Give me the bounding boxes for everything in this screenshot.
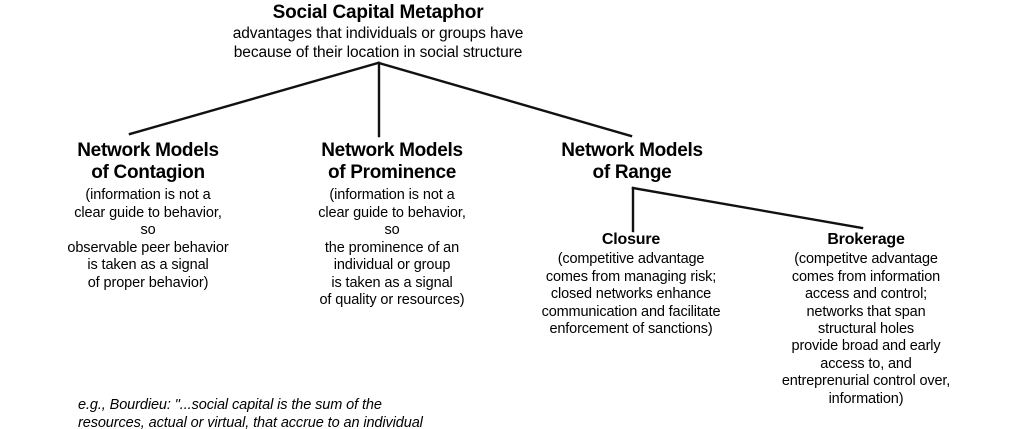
prominence-body-line: (information is not a <box>329 187 455 204</box>
closure-body: (competitive advantage comes from managi… <box>498 251 764 338</box>
root-title: Social Capital Metaphor <box>272 2 484 23</box>
brokerage-body: (competitve advantage comes from informa… <box>740 251 992 408</box>
brokerage-title: Brokerage <box>827 231 905 248</box>
brokerage-body-line: information) <box>828 390 904 407</box>
closure-body-line: (competitive advantage <box>557 251 705 268</box>
range-title-line-2: of Range <box>592 162 672 184</box>
branch-node-prominence: Network Models of Prominence (informatio… <box>272 140 512 310</box>
prominence-body-line: of quality or resources) <box>319 292 465 309</box>
brokerage-body-line: (competitve advantage <box>794 251 938 268</box>
brokerage-body-line: provide broad and early <box>791 338 941 355</box>
contagion-body-line: is taken as a signal <box>87 257 209 274</box>
root-description-line-2: because of their location in social stru… <box>233 44 523 62</box>
prominence-body-line: is taken as a signal <box>331 274 453 291</box>
closure-body-line: comes from managing risk; <box>545 268 717 285</box>
brokerage-body-line: comes from information <box>791 268 941 285</box>
brokerage-body-line: entreprenurial control over, <box>781 373 951 390</box>
closure-body-line: closed networks enhance <box>550 286 712 303</box>
subbranch-node-closure: Closure (competitive advantage comes fro… <box>498 231 764 338</box>
range-title-line-1: Network Models <box>561 140 703 161</box>
prominence-body-line: so <box>384 222 400 239</box>
brokerage-body-line: access and control; <box>804 286 928 303</box>
footnote: e.g., Bourdieu: "...social capital is th… <box>78 396 548 429</box>
prominence-body: (information is not a clear guide to beh… <box>272 187 512 310</box>
closure-title: Closure <box>601 231 661 248</box>
brokerage-body-line: structural holes <box>818 320 914 337</box>
closure-body-line: enforcement of sanctions) <box>549 320 713 337</box>
prominence-body-line: the prominence of an <box>324 239 460 256</box>
prominence-body-line: individual or group <box>333 257 451 274</box>
brokerage-body-line: access to, and <box>820 355 912 372</box>
branch-node-contagion: Network Models of Contagion (information… <box>8 140 288 292</box>
footnote-line-2: resources, actual or virtual, that accru… <box>78 415 423 429</box>
subbranch-node-brokerage: Brokerage (competitve advantage comes fr… <box>740 231 992 408</box>
connector-root-to-range <box>377 61 633 138</box>
connector-range-to-brokerage <box>631 186 864 230</box>
contagion-body-line: (information is not a <box>85 187 211 204</box>
contagion-body-line: observable peer behavior <box>67 239 229 256</box>
contagion-title-line-2: of Contagion <box>91 162 205 184</box>
root-description-line-1: advantages that individuals or groups ha… <box>232 24 524 42</box>
root-node: Social Capital Metaphor advantages that … <box>158 2 598 62</box>
prominence-body-line: clear guide to behavior, <box>318 204 466 221</box>
contagion-title-line-1: Network Models <box>77 140 219 161</box>
closure-body-line: communication and facilitate <box>541 303 721 320</box>
contagion-body-line: so <box>140 222 156 239</box>
contagion-body: (information is not a clear guide to beh… <box>8 187 288 292</box>
branch-node-range: Network Models of Range <box>512 140 752 184</box>
contagion-body-line: clear guide to behavior, <box>74 204 222 221</box>
footnote-line-1: e.g., Bourdieu: "...social capital is th… <box>78 397 382 413</box>
connector-root-to-contagion <box>128 61 380 136</box>
brokerage-body-line: networks that span <box>806 303 926 320</box>
prominence-title-line-1: Network Models <box>321 140 463 161</box>
contagion-body-line: of proper behavior) <box>87 274 209 291</box>
prominence-title-line-2: of Prominence <box>327 162 457 184</box>
